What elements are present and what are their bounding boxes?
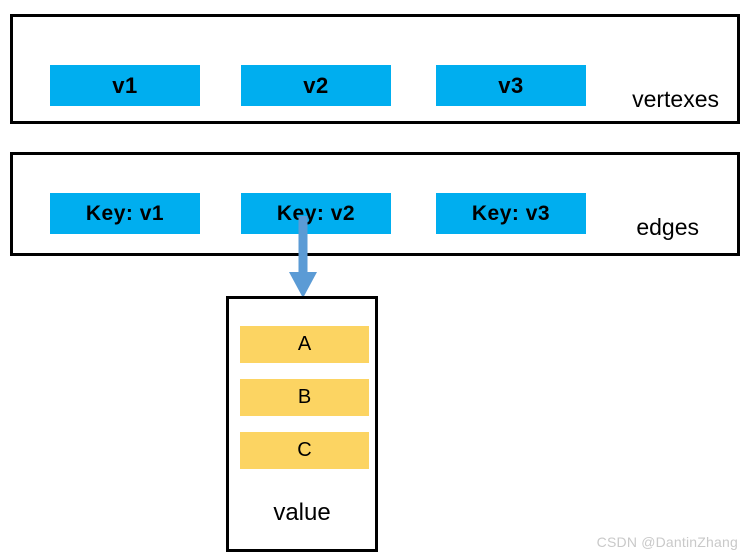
edge-cell-key-v2-label: Key: v2 [276, 201, 356, 225]
value-item-a[interactable]: A [240, 326, 369, 363]
edges-section-label: edges [636, 214, 699, 240]
value-container: A B C value [226, 296, 378, 552]
value-item-c[interactable]: C [240, 432, 369, 469]
vertex-cell-v1[interactable]: v1 [50, 65, 200, 106]
vertex-cell-v3[interactable]: v3 [436, 65, 586, 106]
edge-cell-key-v1-label: Key: v1 [85, 201, 165, 225]
edge-cell-key-v1[interactable]: Key: v1 [50, 193, 200, 234]
vertex-cell-v2[interactable]: v2 [241, 65, 391, 106]
value-box-label: value [273, 499, 331, 526]
edge-cell-key-v2[interactable]: Key: v2 [241, 193, 391, 234]
value-item-c-label: C [297, 439, 312, 461]
vertexes-container: v1 v2 v3 vertexes [10, 14, 740, 124]
vertexes-section-label: vertexes [632, 86, 719, 112]
edge-cell-key-v3[interactable]: Key: v3 [436, 193, 586, 234]
vertex-cell-v3-label: v3 [498, 72, 524, 98]
edges-container: Key: v1 Key: v2 Key: v3 edges [10, 152, 740, 256]
edge-cell-key-v3-label: Key: v3 [471, 201, 551, 225]
value-item-a-label: A [297, 333, 312, 355]
watermark-text: CSDN @DantinZhang [596, 534, 738, 550]
vertex-cell-v2-label: v2 [303, 72, 329, 98]
value-item-b-label: B [297, 386, 312, 408]
vertex-cell-v1-label: v1 [112, 72, 138, 98]
value-item-b[interactable]: B [240, 379, 369, 416]
